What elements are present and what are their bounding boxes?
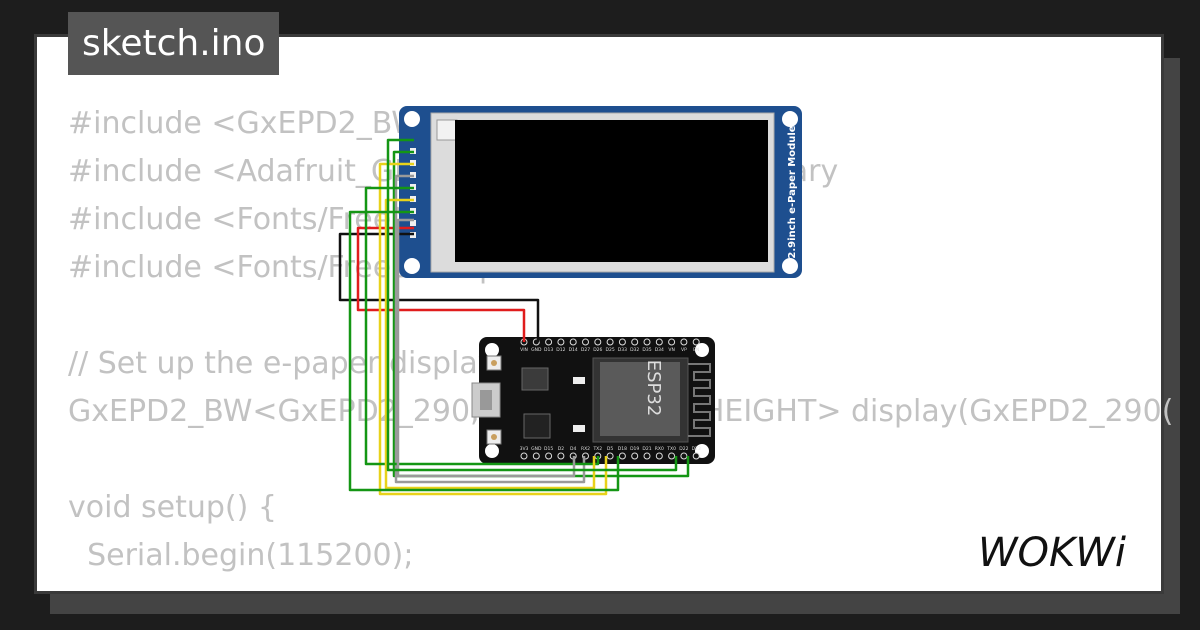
esp32-pin-label: RX2	[581, 446, 590, 452]
esp32-pin-label: D26	[593, 347, 602, 353]
esp32-pin-label: D15	[544, 446, 553, 452]
esp32-pin	[520, 452, 528, 460]
usb-port	[471, 382, 501, 418]
esp32-pin-label: D19	[630, 446, 639, 452]
esp32-pin	[606, 452, 614, 460]
code-line: Serial.begin(115200);	[68, 538, 414, 573]
esp32-pin-label: VIN	[520, 347, 528, 353]
file-tab[interactable]: sketch.ino	[68, 12, 280, 75]
esp32-pin	[569, 338, 577, 346]
epaper-module[interactable]: 2.9inch e-Paper Module	[399, 106, 802, 278]
epaper-screen	[455, 120, 768, 262]
esp32-pin-label: TX0	[666, 446, 676, 452]
esp32-pin-label: D33	[618, 347, 627, 353]
epaper-label: 2.9inch e-Paper Module	[787, 125, 798, 258]
esp32-pin	[655, 452, 663, 460]
esp32-pin	[594, 338, 602, 346]
esp32-pin	[606, 338, 614, 346]
esp32-pin-label: D25	[605, 347, 614, 353]
esp32-pin	[618, 338, 626, 346]
esp32-pin-label: D18	[618, 446, 627, 452]
esp32-pin	[557, 338, 565, 346]
esp32-pin-label: D5	[607, 446, 613, 452]
wire-green-4	[386, 138, 678, 472]
esp32-pin-label: D21	[642, 446, 651, 452]
esp32-pin	[643, 452, 651, 460]
wire-green-2	[364, 186, 600, 466]
epaper-pin	[410, 220, 416, 226]
wire-black	[338, 232, 540, 342]
esp32-pin	[545, 452, 553, 460]
esp32-pin-label: D23	[692, 446, 701, 452]
esp32-pin-label: D34	[655, 347, 664, 353]
wire-gray-1	[394, 174, 586, 484]
antenna-trace	[688, 363, 711, 437]
esp32-pin-label: D12	[556, 347, 565, 353]
esp32-pin	[618, 452, 626, 460]
esp32-pin-label: RX0	[655, 446, 664, 452]
esp32-pin	[692, 338, 700, 346]
wokwi-logo-text: WOKWi	[978, 530, 1126, 576]
esp32-pin-label: EN	[693, 347, 699, 353]
esp32-pin-label: GND	[531, 446, 542, 452]
esp32-pin-label: D4	[570, 446, 576, 452]
esp32-pin	[582, 338, 589, 346]
esp32-pin	[680, 452, 688, 460]
esp32-pin	[631, 338, 639, 346]
wokwi-logo[interactable]: WOKWi	[978, 528, 1150, 576]
wire-green-1	[392, 150, 690, 478]
esp32-pin-label: D2	[558, 446, 564, 452]
wire-yellow-1	[378, 162, 608, 496]
esp32-pin	[532, 452, 540, 460]
code-line: // Set up the e-paper display	[68, 346, 496, 381]
esp32-pin-label: D27	[581, 347, 590, 353]
esp32-pin-label: GND	[531, 347, 542, 353]
esp32-pin-label: D22	[679, 446, 688, 452]
esp32-pin-label: D35	[642, 347, 651, 353]
esp32-pin	[557, 452, 565, 460]
esp32-pin	[692, 452, 700, 460]
esp32-pin	[668, 452, 676, 460]
esp32-pin	[668, 338, 676, 346]
esp32-pin	[680, 338, 688, 346]
wire-green-3	[348, 210, 620, 492]
esp32-pin	[545, 338, 553, 346]
wire-red	[356, 226, 526, 342]
esp32-pin-label: 3V3	[520, 446, 529, 452]
esp32-pin	[655, 338, 663, 346]
esp32-pin-label: D13	[544, 347, 553, 353]
esp32-pin-label: VP	[681, 347, 687, 353]
esp32-pin	[631, 452, 639, 460]
wire-yellow-2	[384, 198, 596, 490]
esp32-chip-label: ESP32	[643, 360, 664, 417]
esp32-pin-label: D32	[630, 347, 639, 353]
esp32-pin-label: VN	[668, 347, 674, 353]
esp32-pin-label: TX2	[592, 446, 602, 452]
esp32-pin-label: D14	[569, 347, 578, 353]
code-line: void setup() {	[68, 490, 277, 525]
esp32-pin	[643, 338, 651, 346]
